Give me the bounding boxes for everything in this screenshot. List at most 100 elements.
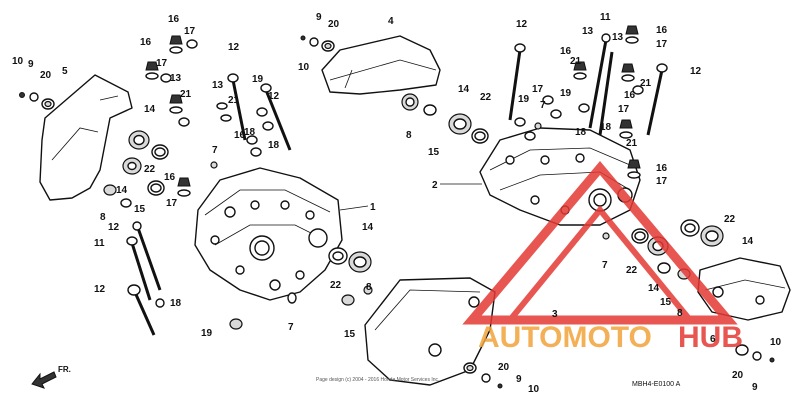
callout-16: 16 xyxy=(168,14,180,25)
callout-9: 9 xyxy=(28,59,34,70)
callout-2: 2 xyxy=(432,180,438,191)
callout-12: 12 xyxy=(94,284,106,295)
callout-17: 17 xyxy=(532,84,544,95)
callout-7: 7 xyxy=(540,100,546,111)
callout-12: 12 xyxy=(268,91,280,102)
callout-7: 7 xyxy=(288,322,294,333)
callout-18: 18 xyxy=(575,127,587,138)
callout-14: 14 xyxy=(362,222,374,233)
callout-9: 9 xyxy=(752,382,758,393)
callout-19: 19 xyxy=(201,328,213,339)
callout-17: 17 xyxy=(618,104,630,115)
direction-label: FR. xyxy=(58,365,71,374)
callout-4: 4 xyxy=(388,16,394,27)
callout-20: 20 xyxy=(328,19,340,30)
callout-10: 10 xyxy=(12,56,24,67)
callout-9: 9 xyxy=(316,12,322,23)
callout-15: 15 xyxy=(428,147,440,158)
callout-7: 7 xyxy=(602,260,608,271)
callout-18: 18 xyxy=(170,298,182,309)
callout-16: 16 xyxy=(656,163,668,174)
callout-11: 11 xyxy=(600,12,611,23)
callout-8: 8 xyxy=(406,130,412,141)
callout-16: 16 xyxy=(560,46,572,57)
callout-14: 14 xyxy=(742,236,754,247)
callout-22: 22 xyxy=(724,214,736,225)
callout-16: 16 xyxy=(656,25,668,36)
callout-15: 15 xyxy=(660,297,672,308)
callout-labels: 10 9 20 5 16 17 16 17 13 21 14 22 14 16 … xyxy=(12,12,782,395)
callout-22: 22 xyxy=(626,265,638,276)
cap-nuts-left[interactable] xyxy=(145,35,198,197)
left-small-bolts[interactable] xyxy=(19,92,55,110)
automotohub-watermark: AUTOMOTO HUB xyxy=(462,161,743,354)
diagram-code: MBH4-E0100 A xyxy=(632,381,681,388)
callout-21: 21 xyxy=(180,89,192,100)
callout-14: 14 xyxy=(116,185,128,196)
callout-9: 9 xyxy=(516,374,522,385)
cylinder-head-bottom-cover[interactable] xyxy=(364,277,503,389)
cylinder-head-top-cover[interactable] xyxy=(300,35,441,95)
callout-13: 13 xyxy=(582,26,594,37)
front-head-small-parts[interactable] xyxy=(229,247,373,330)
callout-7: 7 xyxy=(212,145,218,156)
callout-6: 6 xyxy=(710,334,716,345)
callout-10: 10 xyxy=(770,337,782,348)
callout-21: 21 xyxy=(626,138,638,149)
callout-5: 5 xyxy=(62,66,68,77)
callout-14: 14 xyxy=(458,84,470,95)
grommets-left[interactable] xyxy=(103,130,169,208)
cap-nuts-right[interactable] xyxy=(514,25,644,179)
callout-11: 11 xyxy=(94,238,105,249)
callout-12: 12 xyxy=(228,42,240,53)
grommets-centre[interactable] xyxy=(401,93,489,144)
callout-22: 22 xyxy=(480,92,492,103)
watermark-text-automoto: AUTOMOTO xyxy=(478,321,652,354)
callout-16: 16 xyxy=(624,90,636,101)
callout-15: 15 xyxy=(134,204,146,215)
callout-12: 12 xyxy=(690,66,702,77)
callout-17: 17 xyxy=(656,176,668,187)
callout-13: 13 xyxy=(170,73,182,84)
callout-10: 10 xyxy=(298,62,310,73)
callout-21: 21 xyxy=(570,56,582,67)
callout-13: 13 xyxy=(612,32,624,43)
footer-copyright: Page design (c) 2004 - 2016 Honda Motor … xyxy=(316,377,439,383)
callout-20: 20 xyxy=(732,370,744,381)
callout-17: 17 xyxy=(166,198,178,209)
callout-19: 19 xyxy=(518,94,530,105)
callout-14: 14 xyxy=(648,283,660,294)
rear-side-cover[interactable] xyxy=(697,257,791,363)
callout-17: 17 xyxy=(656,39,668,50)
long-bolts-left[interactable] xyxy=(126,73,292,336)
washers-left-head[interactable] xyxy=(210,102,274,169)
callout-1: 1 xyxy=(370,202,376,213)
callout-8: 8 xyxy=(366,282,372,293)
callout-20: 20 xyxy=(40,70,52,81)
callout-16: 16 xyxy=(140,37,152,48)
callout-19: 19 xyxy=(252,74,264,85)
callout-8: 8 xyxy=(100,212,106,223)
callout-21: 21 xyxy=(640,78,652,89)
callout-16: 16 xyxy=(164,172,176,183)
callout-8: 8 xyxy=(677,308,683,319)
callout-14: 14 xyxy=(144,104,156,115)
watermark-text-hub: HUB xyxy=(678,321,743,354)
callout-16: 16 xyxy=(234,130,246,141)
callout-21: 21 xyxy=(228,95,240,106)
callout-12: 12 xyxy=(516,19,528,30)
callout-13: 13 xyxy=(212,80,224,91)
front-direction-arrow: FR. xyxy=(31,365,71,389)
callout-17: 17 xyxy=(156,58,168,69)
cylinder-head-side-cover-left[interactable] xyxy=(39,74,133,201)
callout-18: 18 xyxy=(268,140,280,151)
callout-22: 22 xyxy=(330,280,342,291)
callout-15: 15 xyxy=(344,329,356,340)
long-bolts-right[interactable] xyxy=(508,33,668,136)
front-cylinder-head[interactable] xyxy=(194,167,369,301)
callout-22: 22 xyxy=(144,164,156,175)
callout-20: 20 xyxy=(498,362,510,373)
callout-17: 17 xyxy=(184,26,196,37)
